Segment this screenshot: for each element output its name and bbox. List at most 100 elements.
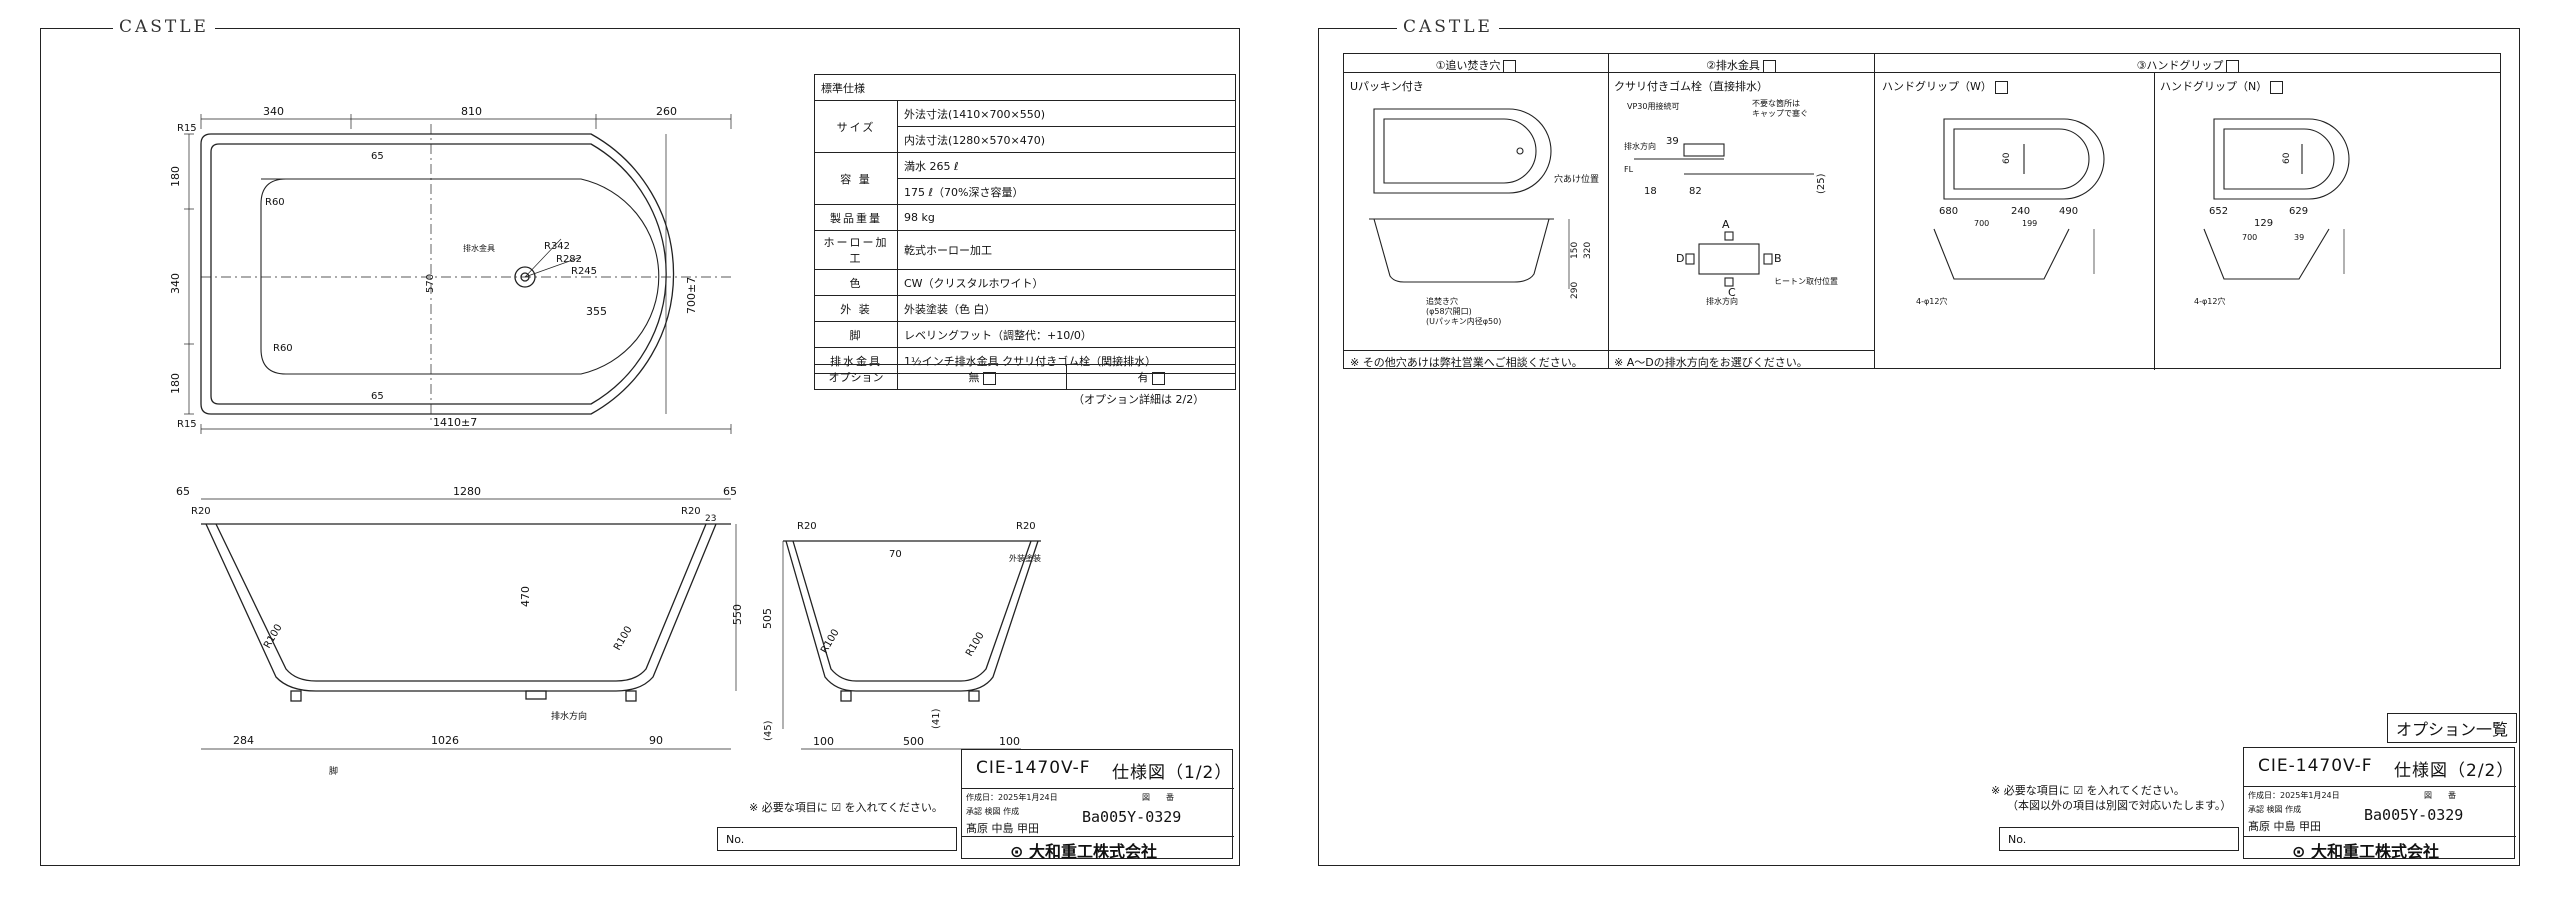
option-table: オプション 無 有: [814, 364, 1236, 390]
option2-drain: [1634, 143, 1814, 287]
created-date-2: 作成日：2025年1月24日: [2248, 791, 2340, 800]
option3-checkbox[interactable]: [2226, 59, 2240, 73]
direction-c: C: [1728, 286, 1736, 299]
option2-header[interactable]: ②排水金具: [1608, 57, 1874, 73]
no-field[interactable]: No.: [717, 827, 957, 851]
option1-header-label: ①追い焚き穴: [1435, 59, 1501, 72]
plan-view: [200, 124, 731, 424]
dim-left-340: 340: [169, 273, 182, 294]
side-r20-right: R20: [681, 506, 701, 517]
grip-n-item[interactable]: ハンドグリップ（N）: [2160, 78, 2284, 94]
model-number: CIE-1470V-F: [976, 758, 1091, 778]
plan-dimension-lines: [184, 114, 732, 434]
spec-size-outer: 外法寸法(1410×700×550): [897, 100, 1236, 127]
end-dim-41: (41): [931, 708, 942, 729]
vp30-note: VP30用接続可: [1627, 101, 1679, 111]
end-dim-100-left: 100: [813, 735, 834, 748]
direction-b: B: [1774, 252, 1782, 265]
grip-w-holes: 4-φ12穴: [1916, 296, 1947, 306]
side-dim-65-right: 65: [723, 485, 737, 498]
radius-r245: R245: [571, 266, 597, 277]
side-dim-23: 23: [705, 514, 716, 524]
no-field-2[interactable]: No.: [1999, 827, 2239, 851]
option-label: オプション: [814, 364, 898, 390]
end-dimensions: R20 R20 R100 R100 70 外装塗装 505 100 500 10…: [761, 521, 1041, 748]
opt2-dim-82: 82: [1689, 186, 1702, 197]
fl-label: FL: [1624, 165, 1634, 174]
approvals-label-2: 承認 検図 作成: [2248, 805, 2302, 814]
company-text-2: 大和重工株式会社: [2310, 842, 2439, 861]
grip-n-dim-129: 129: [2254, 218, 2273, 229]
no-label-2: No.: [2008, 833, 2027, 846]
spec-capacity-full: 満水 265 ℓ: [897, 152, 1236, 179]
option-none-cell[interactable]: 無: [897, 364, 1067, 390]
option-detail-note: （オプション詳細は 2/2）: [1073, 393, 1205, 406]
grip-w-label: ハンドグリップ（W）: [1882, 80, 1992, 93]
end-dim-100-right: 100: [999, 735, 1020, 748]
grip-n-dim-629: 629: [2289, 206, 2308, 217]
company-name-2: ⊙ 大和重工株式会社: [2292, 838, 2439, 862]
option1-plan: [1369, 108, 1570, 289]
opt1-dim-290: 290: [1570, 282, 1580, 299]
grip-n-holes: 4-φ12穴: [2194, 296, 2225, 306]
grip-n-drawing: [2203, 118, 2350, 280]
option-none-label: 無: [968, 371, 980, 384]
direction-d: D: [1676, 252, 1684, 265]
grip-w-dim-60: 60: [2002, 152, 2012, 164]
opt2-dim-25: (25): [1816, 173, 1827, 194]
option1-header[interactable]: ①追い焚き穴: [1344, 57, 1608, 73]
option3-header[interactable]: ③ハンドグリップ: [1874, 57, 2502, 73]
dim-left-180a: 180: [169, 166, 182, 187]
spec-key-enamel: ホーロー加工: [814, 230, 898, 270]
option-list-badge: オプション一覧: [2387, 713, 2518, 743]
option2-label: クサリ付きゴム栓（直接排水）: [1614, 80, 1768, 93]
end-dim-70: 70: [889, 549, 902, 560]
company-name: ⊙ 大和重工株式会社: [1010, 838, 1157, 862]
signatures-2: 髙原 中島 甲田: [2248, 820, 2321, 833]
radius-r282: R282: [556, 254, 582, 265]
drain-fitting-label: 排水金具: [463, 243, 495, 253]
option-has-checkbox[interactable]: [1151, 371, 1165, 385]
signatures: 髙原 中島 甲田: [966, 822, 1039, 835]
option2-footer: ※ A～Dの排水方向をお選びください。: [1614, 356, 1808, 369]
created-date: 作成日：2025年1月24日: [966, 793, 1058, 802]
option3-header-label: ③ハンドグリップ: [2136, 59, 2224, 72]
option-drawings: 穴あけ位置 150 320 290 追焚き穴 (φ58穴開口) (Uパッキン内径…: [1369, 98, 2350, 326]
dim-355: 355: [586, 305, 607, 318]
drawing-no-label-2: 図 番: [2424, 791, 2456, 800]
option2-checkbox[interactable]: [1762, 59, 1776, 73]
grip-w-dim-680: 680: [1939, 206, 1958, 217]
opt2-dim-18: 18: [1644, 186, 1657, 197]
u-packing-size: (Uパッキン内径φ50): [1426, 316, 1501, 326]
end-dim-500: 500: [903, 735, 924, 748]
check-note-2b: （本図以外の項目は別図で対応いたします。）: [2007, 799, 2232, 812]
reheat-hole-label: 追焚き穴: [1426, 296, 1458, 306]
grip-w-dim-700: 700: [1974, 219, 1989, 228]
dim-700: 700±7: [685, 277, 698, 314]
bathtub-drawing-1: 340 810 260 180 340 180 R15 R60 R60 R15 …: [169, 105, 1041, 777]
grip-n-checkbox[interactable]: [2270, 80, 2284, 94]
option-has-cell[interactable]: 有: [1066, 364, 1236, 390]
end-r20-right: R20: [1016, 521, 1036, 532]
model-number-2: CIE-1470V-F: [2258, 756, 2373, 776]
spec-size-inner: 内法寸法(1280×570×470): [897, 126, 1236, 153]
doc-title: 仕様図（1/2）: [1112, 763, 1233, 783]
side-dim-550: 550: [731, 604, 744, 625]
side-dim-90: 90: [649, 734, 663, 747]
spec-sheet-1: CASTLE 340 810 260: [40, 17, 1240, 866]
reheat-hole-size: (φ58穴開口): [1426, 306, 1472, 316]
spec-exterior: 外装塗装（色 白）: [897, 295, 1236, 322]
grip-w-drawing: [1933, 118, 2105, 280]
grip-w-item[interactable]: ハンドグリップ（W）: [1882, 78, 2008, 94]
grip-w-dim-490: 490: [2059, 206, 2078, 217]
option1-footer: ※ その他穴あけは弊社営業へご相談ください。: [1350, 356, 1583, 369]
side-view: [201, 523, 731, 702]
option-none-checkbox[interactable]: [982, 371, 996, 385]
drawing-no-label: 図 番: [1142, 793, 1174, 802]
option1-checkbox[interactable]: [1503, 59, 1517, 73]
check-note: ※ 必要な項目に ☑ を入れてください。: [749, 801, 943, 814]
option-has-label: 有: [1137, 371, 1149, 384]
side-dim-470: 470: [519, 586, 532, 607]
grip-w-checkbox[interactable]: [1994, 80, 2008, 94]
spec-header: 標準仕様: [814, 74, 1236, 101]
